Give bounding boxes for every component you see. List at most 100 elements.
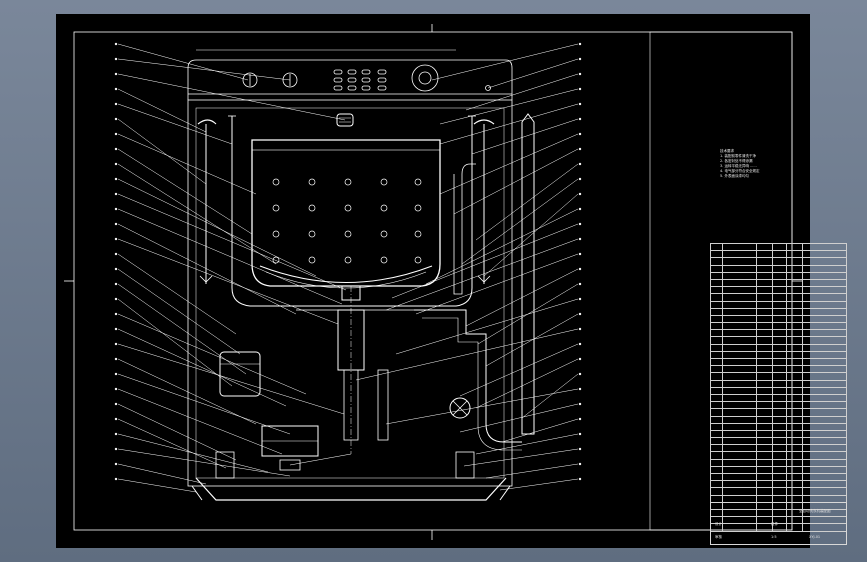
bom-cell xyxy=(772,458,787,467)
bom-cell xyxy=(710,444,723,453)
bom-cell xyxy=(802,393,847,403)
btn-4 xyxy=(377,69,387,75)
leader-line-left xyxy=(117,238,339,325)
leader-dot-left xyxy=(114,432,118,436)
leader-dot-left xyxy=(114,87,118,91)
suspension xyxy=(197,119,495,284)
control-panel-housing xyxy=(187,59,513,100)
bom-cell xyxy=(772,357,787,367)
bom-cell xyxy=(772,465,787,475)
leader-line-right xyxy=(439,88,579,125)
bom-cell xyxy=(802,271,847,280)
bom-cell xyxy=(710,415,723,424)
leader-dot-left xyxy=(114,57,118,61)
bom-cell xyxy=(785,350,804,360)
bom-row xyxy=(710,408,847,417)
bom-cell xyxy=(721,322,757,331)
balance-ring xyxy=(251,139,441,151)
bom-row xyxy=(710,307,847,316)
bom-cell xyxy=(710,487,723,496)
bom-cell xyxy=(721,472,757,482)
drain-valve-x2 xyxy=(452,400,468,416)
bom-cell xyxy=(755,451,774,460)
tb-drawing-no: XYJ-01 xyxy=(809,535,821,539)
leader-line-left xyxy=(117,118,207,185)
leader-dot-right xyxy=(578,222,582,226)
bom-cell xyxy=(802,494,847,503)
bom-cell xyxy=(772,242,787,252)
leader-dot-left xyxy=(114,252,118,256)
leader-line-left xyxy=(117,403,237,461)
bom-cell xyxy=(802,307,847,316)
bom-cell xyxy=(721,422,757,431)
bom-row xyxy=(710,271,847,280)
leader-line-left xyxy=(117,223,297,315)
bom-row xyxy=(710,242,847,252)
bom-cell xyxy=(772,429,787,439)
bom-cell xyxy=(785,357,804,367)
leader-dot-left xyxy=(114,282,118,286)
base-frame xyxy=(195,477,507,501)
bom-cell xyxy=(772,386,787,395)
bom-cell xyxy=(785,264,804,273)
bom-cell xyxy=(710,286,723,295)
bom-cell xyxy=(721,379,757,388)
tb-designer: 设计 xyxy=(715,522,722,526)
bom-cell xyxy=(802,286,847,295)
leader-dot-right xyxy=(578,342,582,346)
leader-line-left xyxy=(117,478,197,493)
bom-cell xyxy=(721,408,757,417)
bom-cell xyxy=(772,494,787,503)
bom-cell xyxy=(755,336,774,345)
pulsator-top xyxy=(259,265,433,283)
bom-cell xyxy=(755,422,774,431)
leader-line-right xyxy=(385,388,579,425)
leader-dot-left xyxy=(114,387,118,391)
leader-line-left xyxy=(117,283,247,375)
bom-cell xyxy=(772,336,787,345)
bom-cell xyxy=(785,480,804,489)
leader-dot-right xyxy=(578,102,582,106)
leader-dot-right xyxy=(578,462,582,466)
leader-dot-left xyxy=(114,192,118,196)
bom-cell xyxy=(802,365,847,374)
bom-cell xyxy=(710,386,723,395)
bom-cell xyxy=(710,422,723,431)
bom-cell xyxy=(710,343,723,352)
bom-cell xyxy=(785,271,804,280)
bom-cell xyxy=(802,293,847,302)
bom-cell xyxy=(772,365,787,374)
leader-line-left xyxy=(117,133,257,195)
bom-cell xyxy=(772,286,787,295)
bom-cell xyxy=(772,451,787,460)
bom-cell xyxy=(710,350,723,360)
leader-line-right xyxy=(415,253,579,315)
bom-cell xyxy=(802,264,847,273)
bom-cell xyxy=(721,415,757,424)
bom-cell xyxy=(755,242,774,252)
bom-cell xyxy=(755,357,774,367)
assembly-drawing xyxy=(64,24,802,540)
bom-cell xyxy=(755,487,774,496)
knob-right xyxy=(282,72,298,88)
bom-cell xyxy=(710,257,723,266)
bom-cell xyxy=(755,293,774,302)
bom-cell xyxy=(710,322,723,331)
leader-line-right xyxy=(453,148,579,215)
leader-dot-right xyxy=(578,162,582,166)
leader-dot-right xyxy=(578,72,582,76)
btn-12 xyxy=(377,85,387,91)
bom-cell xyxy=(721,487,757,496)
bom-cell xyxy=(710,314,723,324)
bom-cell xyxy=(772,264,787,273)
leader-line-left xyxy=(117,73,346,121)
bom-row xyxy=(710,523,847,532)
leader-line-left xyxy=(117,253,237,335)
bom-cell xyxy=(785,365,804,374)
bom-cell xyxy=(755,257,774,266)
note-line: 1. 装配前零件清洗干净 xyxy=(720,154,756,158)
bom-cell xyxy=(755,408,774,417)
leader-dot-left xyxy=(114,162,118,166)
bom-cell xyxy=(802,415,847,424)
bom-row xyxy=(710,472,847,482)
